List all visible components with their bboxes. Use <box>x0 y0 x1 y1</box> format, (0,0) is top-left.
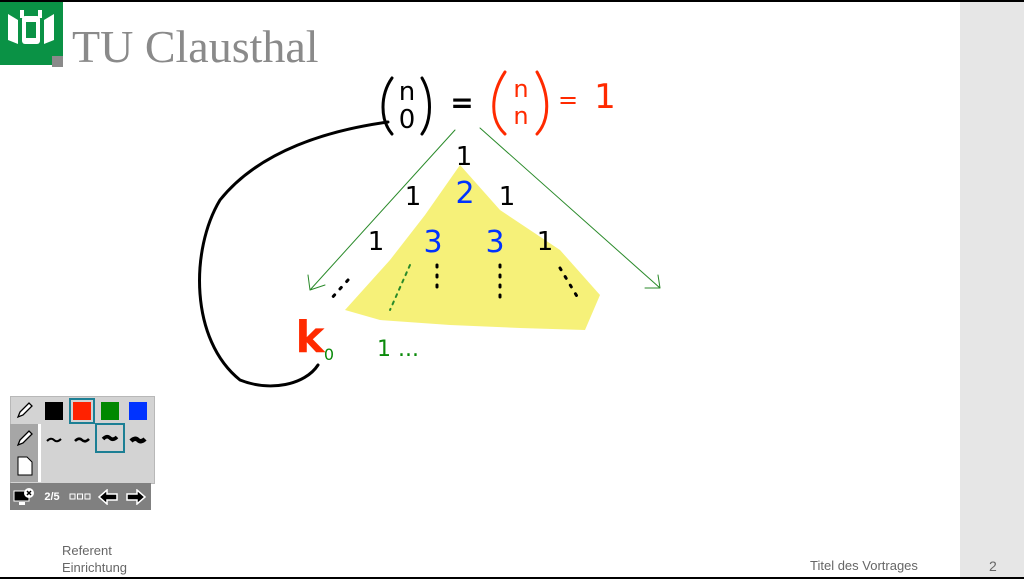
ink-row3-c: 3 <box>485 225 504 260</box>
footer-presenter: Referent <box>62 543 112 558</box>
ink-zero-left: 0 <box>399 105 416 135</box>
arrow-right-icon <box>126 488 146 505</box>
monitor-close-icon <box>13 487 34 505</box>
curved-arrow-stroke <box>198 120 390 388</box>
ink-annotations: n 0 = n n = 1 1 1 2 1 1 3 3 1 k 0 1 ... <box>198 70 661 388</box>
width-extra-thick-button[interactable] <box>127 429 149 451</box>
ink-n-bottom-right: n <box>513 102 528 130</box>
toolbar-bottom-bar: 2/5 <box>10 483 151 510</box>
university-crest-logo <box>0 2 63 65</box>
logo-text: TU Clausthal <box>72 21 319 72</box>
pen-icon <box>16 402 33 419</box>
ink-equals: = <box>450 86 473 119</box>
ink-k: k <box>295 312 326 363</box>
color-red[interactable] <box>69 398 95 424</box>
top-border <box>0 0 1024 2</box>
ink-row3-a: 1 <box>368 227 385 257</box>
right-paren-black <box>420 76 431 136</box>
bottom-border <box>0 577 1024 579</box>
ink-row3-b: 3 <box>423 225 442 260</box>
width-medium-button[interactable] <box>71 429 93 451</box>
exit-presentation-button[interactable] <box>12 483 36 510</box>
previous-slide-button[interactable] <box>96 483 120 510</box>
ink-equals-red: = <box>558 86 578 114</box>
logo-square <box>52 56 63 67</box>
highlighter-tool-button[interactable] <box>12 426 38 450</box>
next-slide-button[interactable] <box>124 483 148 510</box>
right-paren-red <box>535 70 549 136</box>
green-dots <box>389 264 411 311</box>
arrow-left-icon <box>98 488 118 505</box>
ink-n-top-right: n <box>513 75 528 103</box>
pen-tool-button[interactable] <box>12 398 38 422</box>
toolbar-separator <box>38 424 41 482</box>
eraser-page-button[interactable] <box>12 454 38 478</box>
ink-one-red: 1 <box>594 77 616 117</box>
width-thin-button[interactable] <box>43 429 65 451</box>
ink-k-sub: 0 <box>324 345 334 364</box>
yellow-highlight <box>345 165 600 330</box>
footer-talk-title: Titel des Vortrages <box>810 558 918 573</box>
ink-row1: 1 <box>456 142 473 172</box>
green-right-arrow <box>479 127 661 289</box>
more-icon <box>69 493 91 499</box>
more-options-button[interactable] <box>68 483 92 510</box>
page-icon <box>17 456 33 476</box>
footer-presenter-block: Referent Einrichtung <box>62 542 127 576</box>
ink-n-top-left: n <box>399 77 415 107</box>
left-paren-red <box>492 70 507 136</box>
side-panel <box>960 2 1024 577</box>
color-green[interactable] <box>101 402 119 420</box>
footer-institution: Einrichtung <box>62 560 128 575</box>
ink-row3-d: 1 <box>537 227 554 257</box>
highlighter-icon <box>16 430 33 447</box>
left-paren-black <box>381 76 394 136</box>
green-left-arrow <box>307 129 456 291</box>
width-thick-button[interactable] <box>95 423 125 453</box>
ink-row2-a: 1 <box>405 182 422 212</box>
slide-counter[interactable]: 2/5 <box>44 490 60 503</box>
page-number: 2 <box>989 558 997 574</box>
color-black[interactable] <box>45 402 63 420</box>
ink-row-k: 1 ... <box>377 337 419 362</box>
ink-row2-b: 2 <box>455 176 474 211</box>
pen-toolbar: 2/5 <box>10 396 155 511</box>
color-blue[interactable] <box>129 402 147 420</box>
ink-row2-c: 1 <box>499 182 516 212</box>
